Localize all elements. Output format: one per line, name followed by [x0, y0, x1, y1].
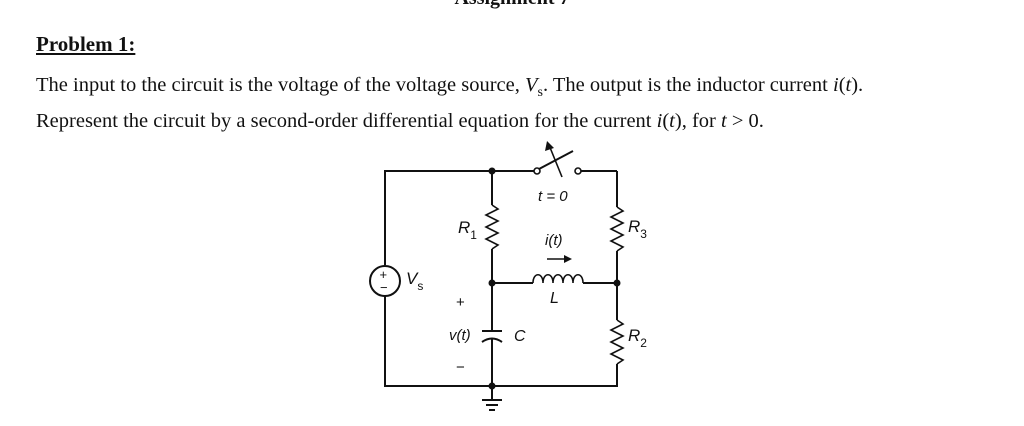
cap-plus-sign: + — [456, 294, 465, 311]
r1-label: R1 — [458, 218, 477, 242]
node-top-middle — [488, 167, 496, 175]
wire-right-bottom — [492, 364, 618, 387]
problem-title: Problem 1: — [36, 32, 136, 56]
cap-minus-sign: − — [456, 359, 465, 376]
switch-contact-right — [574, 167, 582, 175]
statement-line-1: The input to the circuit is the voltage … — [36, 74, 864, 101]
resistor-r3 — [609, 206, 625, 252]
resistor-r2 — [609, 319, 625, 365]
inductor-l — [532, 273, 584, 284]
switch-contact-left — [533, 167, 541, 175]
switch-blade — [538, 150, 574, 170]
capacitor-label: C — [514, 328, 526, 345]
current-arrow-head — [564, 255, 572, 263]
statement-line-2: Represent the circuit by a second-order … — [36, 110, 764, 133]
source-plus-sign: + — [380, 267, 388, 282]
inductor-label: L — [550, 290, 559, 307]
r3-label: R3 — [628, 217, 647, 241]
wire-bottom-left — [384, 296, 492, 387]
switch-arrow-head — [545, 141, 554, 151]
resistor-r1 — [484, 204, 500, 250]
vs-label: Vs — [406, 269, 423, 293]
switch-arrow — [548, 144, 563, 178]
voltage-source — [369, 265, 401, 297]
node-inductor-left — [488, 279, 496, 287]
current-label: i(t) — [545, 232, 563, 249]
problem-statement: The input to the circuit is the voltage … — [36, 71, 996, 135]
wire-top-left — [384, 170, 492, 265]
document-header: Assignment 7 — [0, 0, 1024, 10]
source-minus-sign: − — [380, 280, 388, 295]
node-inductor-right — [613, 279, 621, 287]
switch-time-label: t = 0 — [538, 188, 568, 205]
cap-voltage-label: v(t) — [449, 327, 471, 344]
r2-label: R2 — [628, 326, 647, 350]
